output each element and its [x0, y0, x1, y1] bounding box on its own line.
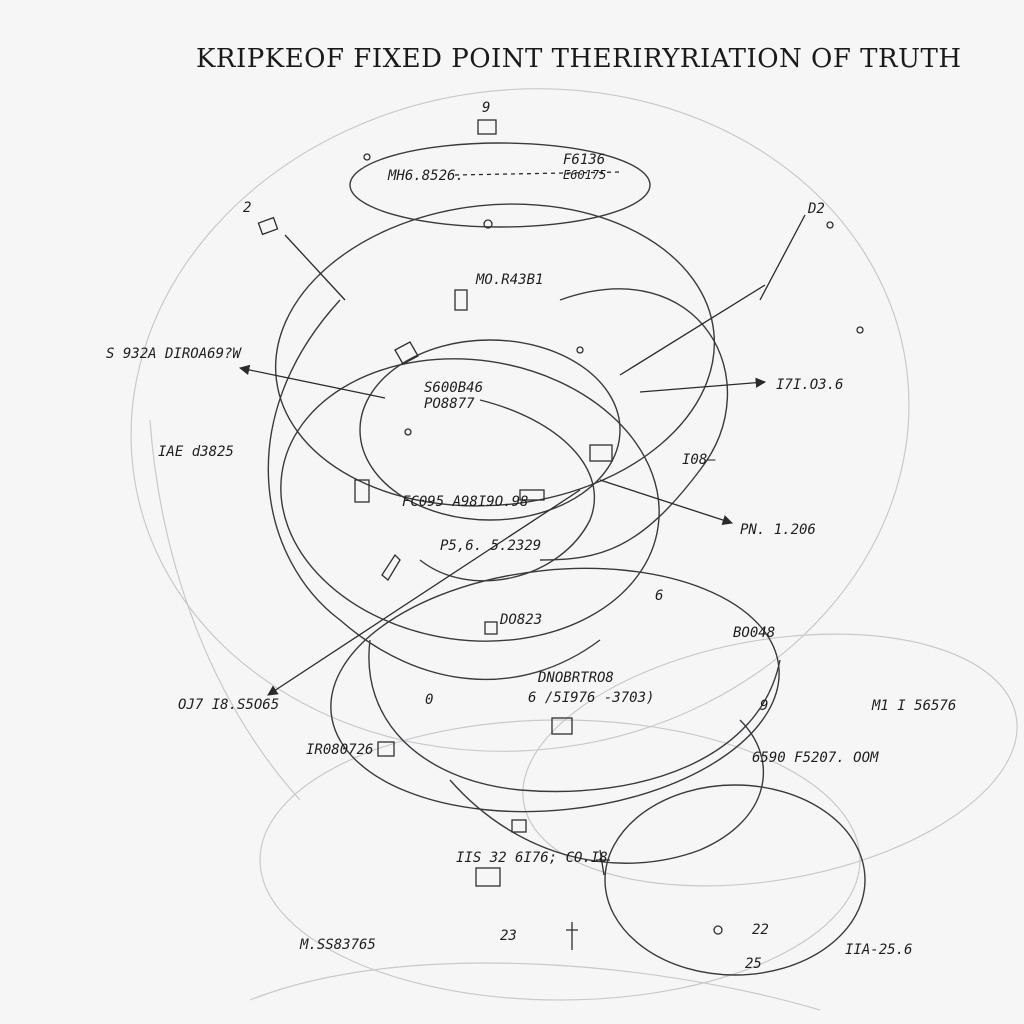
upper-right-pointer-line [619, 284, 766, 376]
node-label: FC095 A98I9O.98 [402, 494, 529, 510]
node-label: MH6.8526. [388, 168, 464, 184]
device-glyph [511, 819, 527, 833]
left-faint-arc [149, 419, 301, 801]
node-label: 23 [500, 928, 517, 944]
node-label: 25 [745, 956, 762, 972]
top-dashed-line [454, 171, 621, 176]
node-glyph [713, 925, 723, 935]
node-label: I08— [682, 452, 716, 468]
probe-glyph [381, 553, 401, 581]
device-glyph [377, 741, 395, 757]
node-label: 9 [482, 100, 491, 116]
node-label: 6 [655, 588, 664, 604]
node-label: PN. 1.206 [740, 522, 816, 538]
node-label: OJ7 I8.S5O65 [178, 697, 280, 713]
node-label: IIS 32 6I76; CO.I8 [456, 850, 608, 866]
node-label: DNOBRTRO8 [538, 670, 614, 686]
top-orbit-ring [349, 142, 651, 228]
node-label: PO8877 [424, 396, 475, 412]
device-glyph [519, 489, 545, 501]
arrow-to-right-label [639, 377, 767, 393]
bottom-faint-arc [249, 962, 821, 1011]
top-left-pointer-line [284, 234, 346, 301]
arrow-to-left-label [238, 364, 386, 399]
node-label: D2 [808, 201, 825, 217]
node-label: E60175 [563, 168, 607, 182]
device-glyph [477, 119, 497, 135]
node-label: BO048 [733, 625, 776, 641]
device-glyph [454, 289, 468, 311]
node-glyph [826, 221, 834, 229]
device-glyph [354, 479, 370, 503]
left-sweep-curve [267, 299, 601, 681]
node-glyph [404, 428, 412, 436]
node-label: F6136 [563, 152, 606, 168]
node-glyph [483, 219, 493, 229]
bottom-orbit-ring [259, 719, 861, 1001]
prism-glyph [394, 341, 419, 365]
right-sweep-curve [539, 288, 729, 561]
antenna-glyph [596, 849, 610, 876]
node-label: M1 I 56576 [872, 698, 957, 714]
right-corner-pointer-line [759, 214, 806, 301]
node-label: I7I.O3.6 [776, 377, 844, 393]
node-label: DO823 [500, 612, 543, 628]
node-label: MO.R43B1 [476, 272, 544, 288]
node-glyph [363, 153, 371, 161]
node-label: 6590 F5207. OOM [752, 750, 879, 766]
node-glyph [856, 326, 864, 334]
device-glyph [475, 867, 501, 887]
antenna-glyph [566, 922, 578, 950]
node-label: 2 [243, 200, 252, 216]
node-label: M.SS83765 [300, 937, 376, 953]
arrow-to-lower-left-label [267, 489, 581, 696]
arrow-to-pn-label [599, 479, 733, 526]
node-label: P5,6. 5.2329 [440, 538, 542, 554]
node-label: IIA-25.6 [845, 942, 913, 958]
node-label: IAE d3825 [158, 444, 234, 460]
inner-spiral-curve [419, 399, 596, 582]
device-glyph [551, 717, 573, 735]
bottom-loop-curve [449, 719, 764, 864]
outer-orbit-ring [130, 88, 910, 752]
device-glyph [484, 621, 498, 635]
lower-right-orbit-ring [522, 633, 1018, 887]
node-label: 0 [425, 692, 434, 708]
lower-sweep-curve [368, 639, 781, 793]
device-glyph [257, 216, 279, 236]
bottom-right-orbit-ring [604, 784, 866, 976]
node-label: 6 /5I976 -3703) [528, 690, 655, 706]
node-label: 9 [760, 698, 769, 714]
upper-orbit-ring [274, 203, 716, 507]
diagram-title: KRIPKEOF FIXED POINT THERIRYRIATION OF T… [196, 44, 962, 74]
node-label: 22 [752, 922, 769, 938]
node-glyph [576, 346, 584, 354]
node-label: S600B46 [424, 380, 484, 396]
center-orbit-ring [359, 339, 621, 521]
device-glyph [589, 444, 613, 462]
middle-orbit-ring [280, 358, 660, 642]
node-label: IR080726 [306, 742, 374, 758]
node-label: S 932A DIROA69?W [106, 346, 241, 362]
